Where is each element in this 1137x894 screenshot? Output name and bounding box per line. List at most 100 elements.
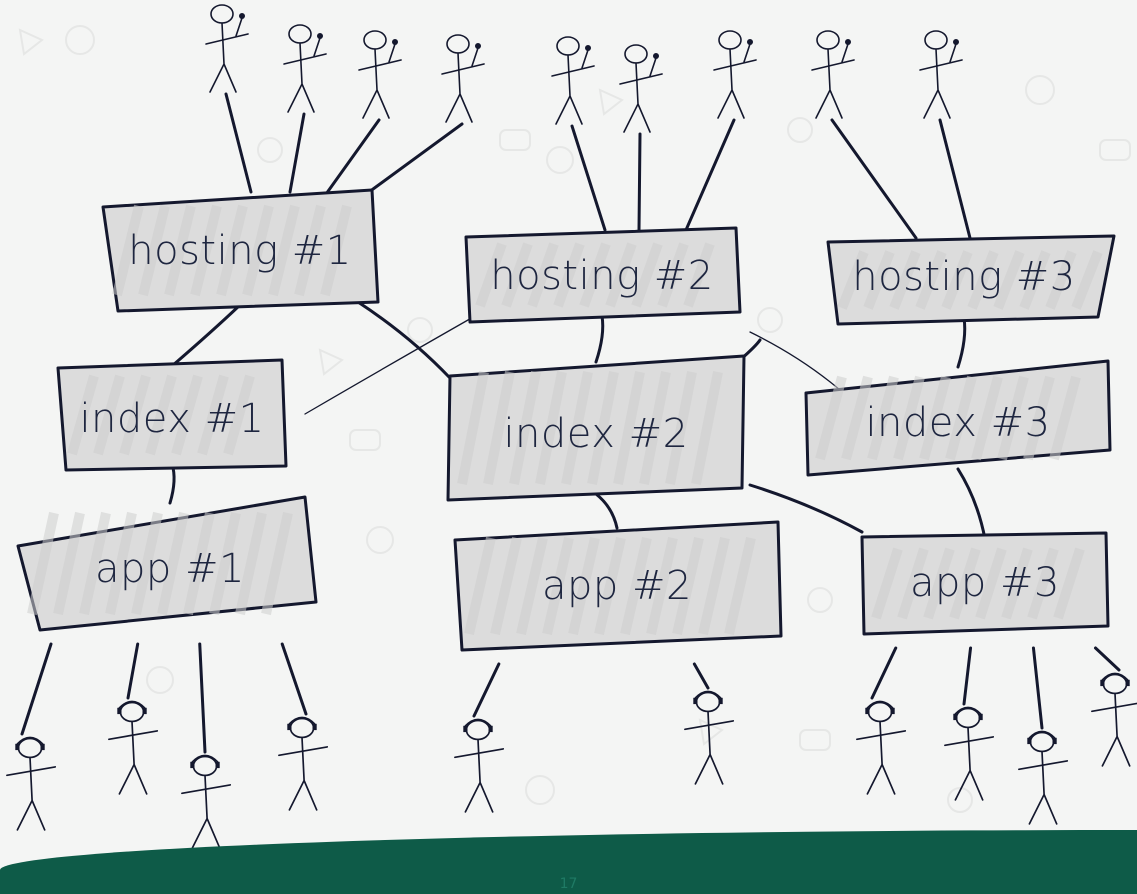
box-hatch — [320, 204, 352, 297]
listener-link — [472, 662, 501, 718]
box-hatch — [93, 374, 125, 456]
box-hatch — [483, 371, 515, 485]
box-hatch — [657, 242, 689, 308]
index-2-label: index #2 — [503, 411, 688, 457]
box-hatch — [841, 375, 873, 461]
box-hatch — [919, 375, 951, 461]
box-hatch — [138, 204, 170, 297]
box-hatch — [815, 375, 847, 461]
box-hatch — [923, 547, 955, 620]
box-hatch — [605, 242, 637, 308]
podcaster-1-2-head — [288, 24, 312, 44]
box-hatch — [997, 375, 1029, 461]
listener-1-3-head — [192, 755, 218, 777]
box-hatch — [268, 204, 300, 297]
hosting-1-label: hosting #1 — [128, 228, 352, 274]
box-hatch — [457, 371, 489, 485]
box-hatch — [631, 242, 663, 308]
edge-hosting-1-to-index-2 — [356, 300, 452, 380]
podcaster-2-2 — [619, 44, 663, 133]
listener-2-1 — [454, 718, 505, 813]
app-1-label: app #1 — [95, 546, 245, 592]
listener-link — [692, 662, 710, 690]
podcaster-1-3 — [358, 30, 402, 119]
box-hatch — [209, 511, 241, 616]
podcaster-link — [288, 112, 306, 194]
box-hatch — [516, 536, 548, 636]
box-hatch — [112, 204, 144, 297]
stick-figures — [6, 4, 1137, 849]
podcaster-1-4-head — [446, 34, 470, 54]
box-hatch — [1071, 250, 1103, 310]
box-hatch — [724, 536, 756, 636]
podcaster-link — [224, 92, 253, 194]
podcaster-1-3-head — [363, 30, 387, 50]
box-hatch — [889, 250, 921, 310]
hosting-3-node: hosting #3 — [826, 234, 1116, 326]
box-hatch — [223, 374, 255, 456]
app-1-node: app #1 — [16, 495, 318, 632]
edge-index-2-to-index-1 — [304, 315, 476, 415]
box-hatch — [119, 374, 151, 456]
box-hatch — [561, 371, 593, 485]
listener-2-1-head — [465, 719, 491, 741]
podcaster-1-1 — [205, 4, 249, 93]
app-3-node: app #3 — [860, 531, 1110, 636]
listener-3-1 — [856, 700, 907, 795]
edge-index-2-to-app-2 — [594, 492, 619, 530]
box-hatch — [837, 250, 869, 310]
box-hatch — [871, 547, 903, 620]
box-hatch — [535, 371, 567, 485]
podcaster-2-2-head — [624, 44, 648, 64]
box-hatch — [216, 204, 248, 297]
box-hatch — [1045, 250, 1077, 310]
listener-link — [1094, 646, 1121, 672]
listener-1-3 — [181, 754, 232, 849]
box-hatch — [594, 536, 626, 636]
box-hatch — [967, 250, 999, 310]
box-hatch — [197, 374, 229, 456]
box-hatch — [261, 511, 293, 616]
box-hatch — [294, 204, 326, 297]
box-hatch — [542, 536, 574, 636]
listener-2-2-head — [695, 691, 721, 713]
hosting-2-label: hosting #2 — [490, 253, 714, 299]
box-hatch — [672, 536, 704, 636]
podcaster-2-1 — [551, 36, 595, 125]
listener-link — [870, 646, 898, 700]
box-hatch — [893, 375, 925, 461]
box-hatch — [613, 371, 645, 485]
listener-3-4 — [1091, 672, 1137, 767]
box-hatch — [568, 536, 600, 636]
box-hatch — [190, 204, 222, 297]
page-number: 17 — [559, 876, 578, 892]
listener-1-4-head — [289, 717, 315, 739]
box-hatch — [464, 536, 496, 636]
hosting-2-node: hosting #2 — [464, 226, 742, 324]
podcaster-3-2-head — [924, 30, 948, 50]
box-hatch — [183, 511, 215, 616]
edge-index-3-to-app-3 — [956, 467, 987, 541]
box-hatch — [157, 511, 189, 616]
edge-hosting-2-to-index-3 — [749, 331, 841, 391]
box-hatch — [242, 204, 274, 297]
listener-3-1-head — [867, 701, 893, 723]
listener-1-2-head — [119, 701, 145, 723]
podcaster-1-2 — [283, 24, 327, 113]
box-hatch — [639, 371, 671, 485]
edge-hosting-3-to-index-3 — [956, 316, 967, 369]
podcaster-3-2 — [919, 30, 963, 119]
podcaster-link — [830, 118, 918, 240]
listener-link — [1031, 646, 1044, 730]
listener-3-3 — [1018, 730, 1069, 825]
box-hatch — [27, 511, 59, 616]
box-hatch — [145, 374, 177, 456]
box-hatch — [897, 547, 929, 620]
app-3-label: app #3 — [910, 560, 1060, 606]
box-hatch — [620, 536, 652, 636]
box-hatch — [509, 371, 541, 485]
box-hatch — [1049, 375, 1081, 461]
box-hatch — [587, 371, 619, 485]
